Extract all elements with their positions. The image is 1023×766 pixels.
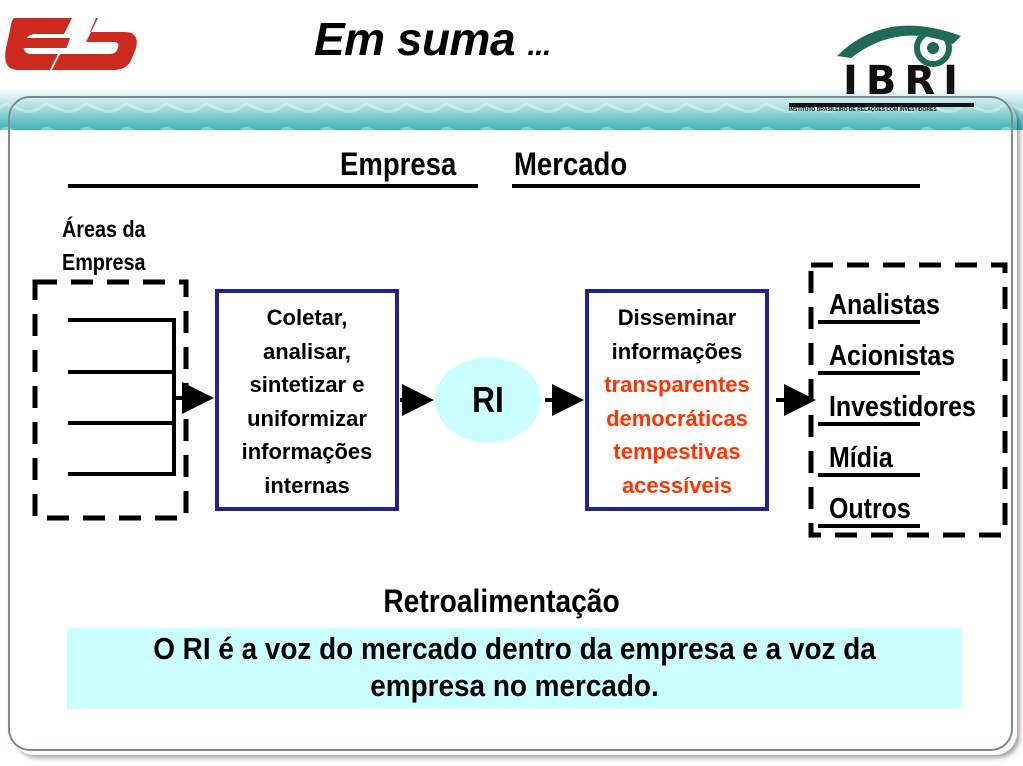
empresa-underline [68,184,478,188]
collect-box-text: Coletar, analisar, sintetizar e uniformi… [219,301,395,502]
audience-midia: Mídia [829,442,893,474]
audience-list: Analistas Acionistas Investidores Mídia … [829,280,1000,535]
feedback-title: Retroalimentação [383,583,620,619]
slide-title-ellipsis: ... [527,29,551,62]
audience-analistas: Analistas [829,289,940,321]
audiences-dashed-box [808,262,1008,538]
ibri-tagline: INSTITUTO BRASILEIRO DE RELAÇÕES COM INV… [789,107,937,113]
collect-line-6: internas [264,472,350,498]
label-empresa: Empresa [340,146,457,182]
slide-frame [8,96,1013,751]
disseminate-box-text: Disseminar informações transparentes dem… [589,301,765,502]
feedback-line-2: empresa no mercado. [370,668,659,703]
audience-acionistas: Acionistas [829,340,956,372]
areas-dashed-box [32,279,189,521]
areas-label: Áreas da Empresa [62,213,146,279]
feedback-line-1: O RI é a voz do mercado dentro da empres… [153,631,876,666]
company-logo [0,0,148,88]
areas-label-line2: Empresa [62,249,146,275]
mercado-underline [512,184,920,188]
highlight-tempestivas: tempestivas [613,439,741,464]
collect-line-1: Coletar, [266,305,348,330]
disseminate-box: Disseminar informações transparentes dem… [585,289,769,511]
ri-circle [435,357,541,443]
ibri-eye-icon [837,25,961,67]
audience-lines [818,320,920,528]
collect-line-4: uniformizar [247,405,367,431]
ibri-wordmark: IBRI [843,58,967,104]
feedback-band [67,628,962,709]
slide-title-text: Em suma [314,13,516,65]
ibri-logo: IBRI INSTITUTO BRASILEIRO DE RELAÇÕES CO… [785,8,980,118]
audience-outros: Outros [829,493,911,525]
collect-box: Coletar, analisar, sintetizar e uniformi… [215,289,399,511]
collect-line-5: informações [241,439,373,464]
highlight-transparentes: transparentes [604,372,750,397]
highlight-acessiveis: acessíveis [621,472,733,498]
feedback-text: O RI é a voz do mercado dentro da empres… [67,630,962,704]
disseminate-line-1: Disseminar [617,305,737,330]
highlight-democraticas: democráticas [606,405,748,431]
label-mercado: Mercado [514,146,628,182]
collect-line-3: sintetizar e [249,372,365,397]
area-lines [68,318,176,476]
audience-investidores: Investidores [829,391,976,423]
ri-label: RI [472,379,504,420]
collect-line-2: analisar, [262,338,352,364]
ibri-tagline-bar [789,103,974,107]
areas-label-line1: Áreas da [62,216,146,242]
disseminate-line-2: informações [611,338,743,364]
slide-title: Em suma ... [314,12,551,66]
